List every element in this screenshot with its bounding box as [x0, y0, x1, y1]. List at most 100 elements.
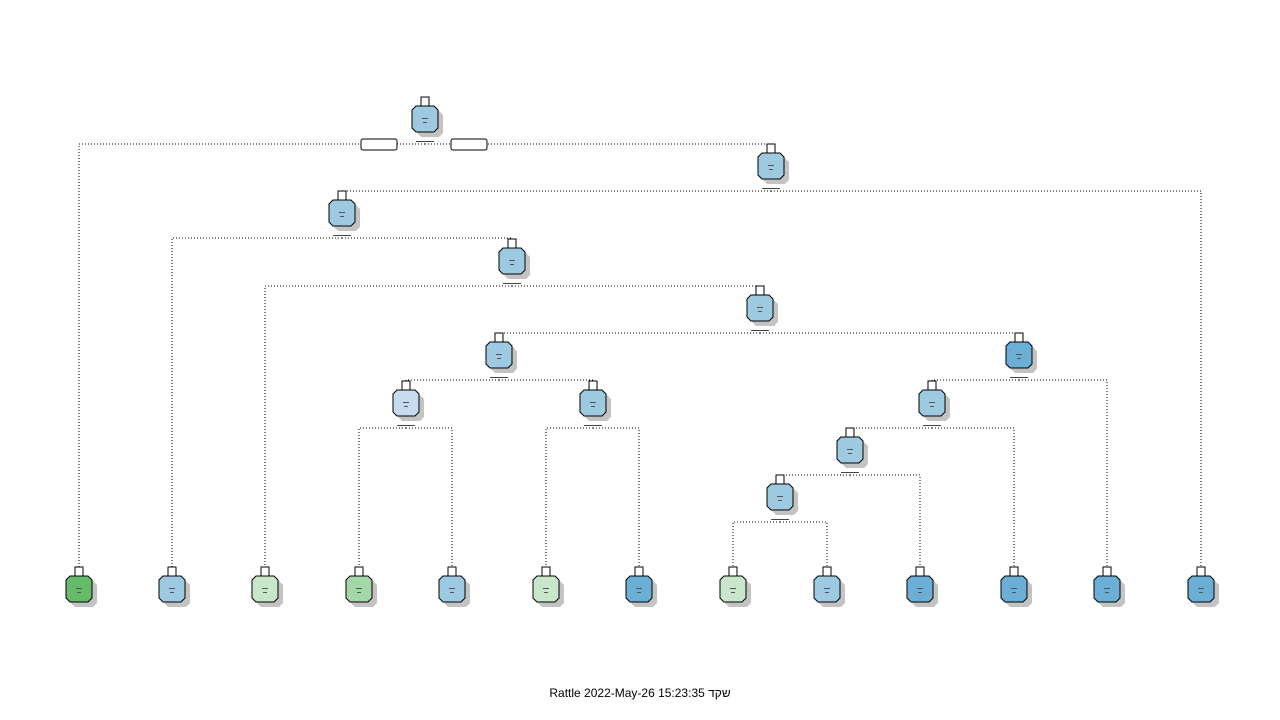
- node-inner-mark: [497, 358, 501, 359]
- node-inner-mark: [731, 592, 735, 593]
- branch-box-right: [450, 138, 488, 151]
- node-inner-mark: [777, 496, 783, 497]
- node-id-box: [588, 380, 598, 391]
- leaf-node: [532, 566, 564, 607]
- node-inner-mark: [930, 406, 934, 407]
- tree-edge: [1019, 379, 1108, 569]
- node-id-box: [507, 238, 517, 249]
- leaf-node: [1093, 566, 1125, 607]
- split-node: [485, 332, 517, 378]
- node-inner-mark: [356, 588, 362, 589]
- tree-edge: [341, 190, 771, 193]
- tree-edge: [779, 474, 850, 477]
- node-inner-mark: [590, 402, 596, 403]
- node-id-box: [1014, 332, 1024, 343]
- node-inner-mark: [1199, 592, 1203, 593]
- leaf-node: [625, 566, 657, 607]
- node-inner-mark: [404, 406, 408, 407]
- split-label-mark: [923, 425, 941, 426]
- split-node: [328, 190, 360, 236]
- node-inner-mark: [357, 592, 361, 593]
- split-label-mark: [503, 283, 521, 284]
- node-inner-mark: [917, 588, 923, 589]
- root-branch-boxes: [360, 138, 488, 151]
- leaf-node: [345, 566, 377, 607]
- split-label-mark: [416, 141, 434, 142]
- node-id-box: [822, 566, 832, 577]
- node-id-box: [1196, 566, 1206, 577]
- node-id-box: [74, 566, 84, 577]
- node-inner-mark: [757, 307, 763, 308]
- node-id-box: [447, 566, 457, 577]
- node-id-box: [845, 427, 855, 438]
- tree-edge: [771, 190, 1202, 569]
- node-id-box: [728, 566, 738, 577]
- split-label-mark: [841, 472, 859, 473]
- tree-edge: [760, 332, 1020, 335]
- node-id-box: [420, 96, 430, 107]
- leaf-node: [251, 566, 283, 607]
- node-inner-mark: [637, 592, 641, 593]
- split-node: [746, 285, 778, 331]
- node-id-box: [167, 566, 177, 577]
- node-id-box: [541, 566, 551, 577]
- node-inner-mark: [496, 354, 502, 355]
- node-inner-mark: [169, 588, 175, 589]
- split-node: [766, 474, 798, 520]
- split-label-mark: [397, 425, 415, 426]
- node-inner-mark: [263, 592, 267, 593]
- node-inner-mark: [591, 406, 595, 407]
- tree-edge: [358, 427, 406, 569]
- tree-edge: [499, 379, 594, 383]
- split-node: [836, 427, 868, 473]
- tree-edge: [171, 237, 342, 569]
- node-inner-mark: [769, 169, 773, 170]
- tree-edge: [931, 379, 1019, 383]
- node-inner-mark: [847, 449, 853, 450]
- node-inner-mark: [544, 592, 548, 593]
- node-inner-mark: [1105, 592, 1109, 593]
- split-node: [392, 380, 424, 426]
- node-inner-mark: [76, 588, 82, 589]
- node-inner-mark: [1012, 592, 1016, 593]
- split-label-mark: [333, 235, 351, 236]
- node-id-box: [766, 143, 776, 154]
- leaf-node: [813, 566, 845, 607]
- node-id-box: [927, 380, 937, 391]
- node-inner-mark: [170, 592, 174, 593]
- node-inner-mark: [758, 311, 762, 312]
- node-id-box: [494, 332, 504, 343]
- split-node: [498, 238, 530, 284]
- split-node: [918, 380, 950, 426]
- leaf-node: [65, 566, 97, 607]
- node-inner-mark: [730, 588, 736, 589]
- tree-edge: [264, 285, 512, 569]
- split-node: [1005, 332, 1037, 378]
- node-inner-mark: [1011, 588, 1017, 589]
- node-inner-mark: [636, 588, 642, 589]
- node-inner-mark: [262, 588, 268, 589]
- tree-edge: [406, 427, 453, 569]
- node-id-box: [401, 380, 411, 391]
- node-inner-mark: [768, 165, 774, 166]
- split-node: [757, 143, 789, 189]
- tree-edge: [405, 379, 499, 383]
- leaf-node: [719, 566, 751, 607]
- node-inner-mark: [1198, 588, 1204, 589]
- tree-edge: [498, 332, 760, 335]
- tree-edge: [78, 143, 425, 569]
- node-inner-mark: [929, 402, 935, 403]
- node-id-box: [1102, 566, 1112, 577]
- split-label-mark: [490, 377, 508, 378]
- node-inner-mark: [848, 453, 852, 454]
- node-inner-mark: [1017, 358, 1021, 359]
- node-id-box: [337, 190, 347, 201]
- split-label-mark: [771, 519, 789, 520]
- node-id-box: [775, 474, 785, 485]
- split-label-mark: [751, 330, 769, 331]
- split-label-mark: [584, 425, 602, 426]
- node-inner-mark: [423, 122, 427, 123]
- leaf-node: [438, 566, 470, 607]
- tree-edge: [780, 521, 828, 569]
